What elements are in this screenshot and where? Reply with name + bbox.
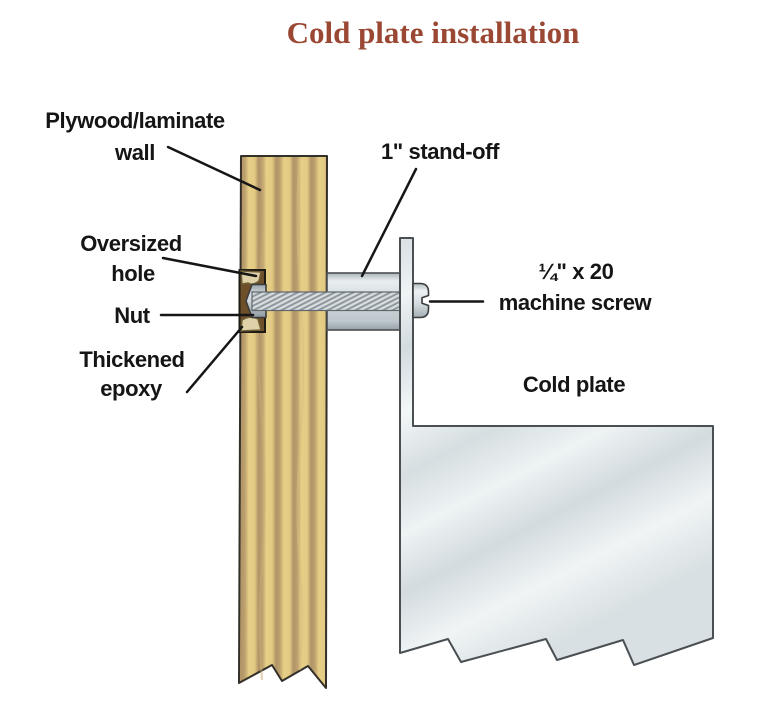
label-plywood-wall-line2: wall (114, 140, 155, 165)
label-machine-screw-line2: machine screw (499, 290, 653, 315)
plywood-wall-graphic (238, 155, 328, 689)
label-epoxy-line2: epoxy (100, 376, 163, 401)
threaded-rod-graphic (251, 291, 404, 312)
epoxy-bottom-graphic (240, 316, 262, 332)
label-oversized-hole-line2: hole (111, 261, 155, 286)
leader-line-standoff (360, 167, 418, 278)
leader-line-oversized-hole (161, 256, 258, 278)
label-cold-plate: Cold plate (523, 372, 626, 397)
leader-line-plywood-wall (166, 145, 262, 192)
leader-line-epoxy (185, 325, 244, 394)
label-standoff: 1" stand-off (381, 139, 500, 164)
label-oversized-hole-line1: Oversized (80, 231, 182, 256)
wood-grain-line (256, 159, 266, 681)
label-machine-screw-line1: ¼" x 20 (539, 259, 614, 284)
cold-plate-graphic (399, 237, 714, 666)
page-title: Cold plate installation (287, 15, 580, 50)
machine-screw-head-graphic (412, 282, 430, 319)
wood-grain-line (296, 159, 305, 671)
label-plywood-wall-line1: Plywood/laminate (45, 108, 225, 133)
label-epoxy-line1: Thickened (79, 347, 184, 372)
label-nut: Nut (114, 303, 151, 328)
